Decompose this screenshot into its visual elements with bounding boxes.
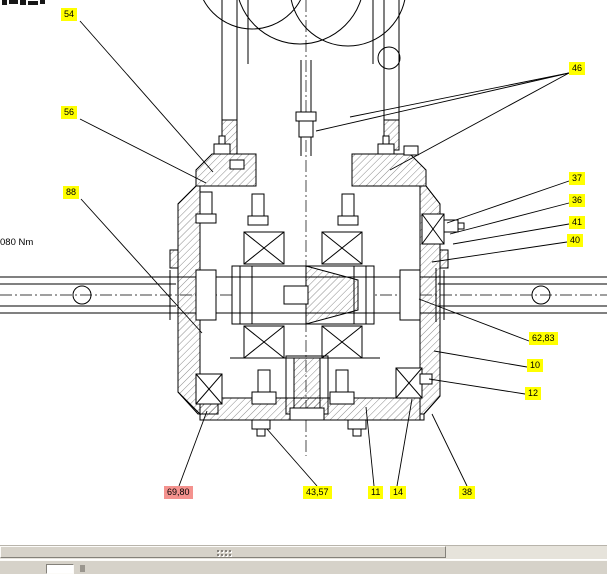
bearing-lower-left — [243, 325, 285, 359]
status-box — [46, 564, 74, 574]
callout-10[interactable]: 10 — [527, 359, 544, 372]
callout-54[interactable]: 54 — [61, 8, 78, 21]
callout-46[interactable]: 46 — [569, 62, 586, 75]
bottom-status-bar — [0, 560, 607, 574]
bevel-gear-assembly — [230, 231, 380, 421]
callout-12[interactable]: 12 — [525, 387, 542, 400]
bearing-lower-right — [321, 325, 363, 359]
top-drive-tube — [202, 0, 406, 156]
lower-right-bearing — [395, 367, 433, 399]
bearing-upper-left — [243, 231, 285, 265]
lower-left-bearing — [195, 373, 223, 415]
torque-note: 080 Nm — [0, 237, 34, 248]
callout-11[interactable]: 11 — [368, 486, 384, 499]
callout-36[interactable]: 36 — [569, 194, 586, 207]
callout-88[interactable]: 88 — [63, 186, 80, 199]
callout-56[interactable]: 56 — [61, 106, 78, 119]
callout-43-57[interactable]: 43,57 — [303, 486, 332, 499]
callout-62-83[interactable]: 62,83 — [529, 332, 558, 345]
callout-37[interactable]: 37 — [569, 172, 586, 185]
status-glyph-icon — [80, 565, 85, 572]
bevel-gear — [305, 265, 359, 325]
bearing-upper-right — [321, 231, 363, 265]
cropped-text-artifact — [2, 0, 45, 5]
callout-41[interactable]: 41 — [569, 216, 586, 229]
callout-40[interactable]: 40 — [567, 234, 584, 247]
bottom-bolts — [251, 419, 367, 437]
callout-38[interactable]: 38 — [459, 486, 476, 499]
right-bearing-cover — [421, 213, 465, 245]
horizontal-scrollbar[interactable] — [0, 545, 607, 559]
callout-14[interactable]: 14 — [390, 486, 407, 499]
scrollbar-thumb[interactable] — [0, 546, 446, 558]
callout-69-80[interactable]: 69,80 — [164, 486, 193, 499]
scrollbar-grip-icon — [216, 549, 233, 557]
